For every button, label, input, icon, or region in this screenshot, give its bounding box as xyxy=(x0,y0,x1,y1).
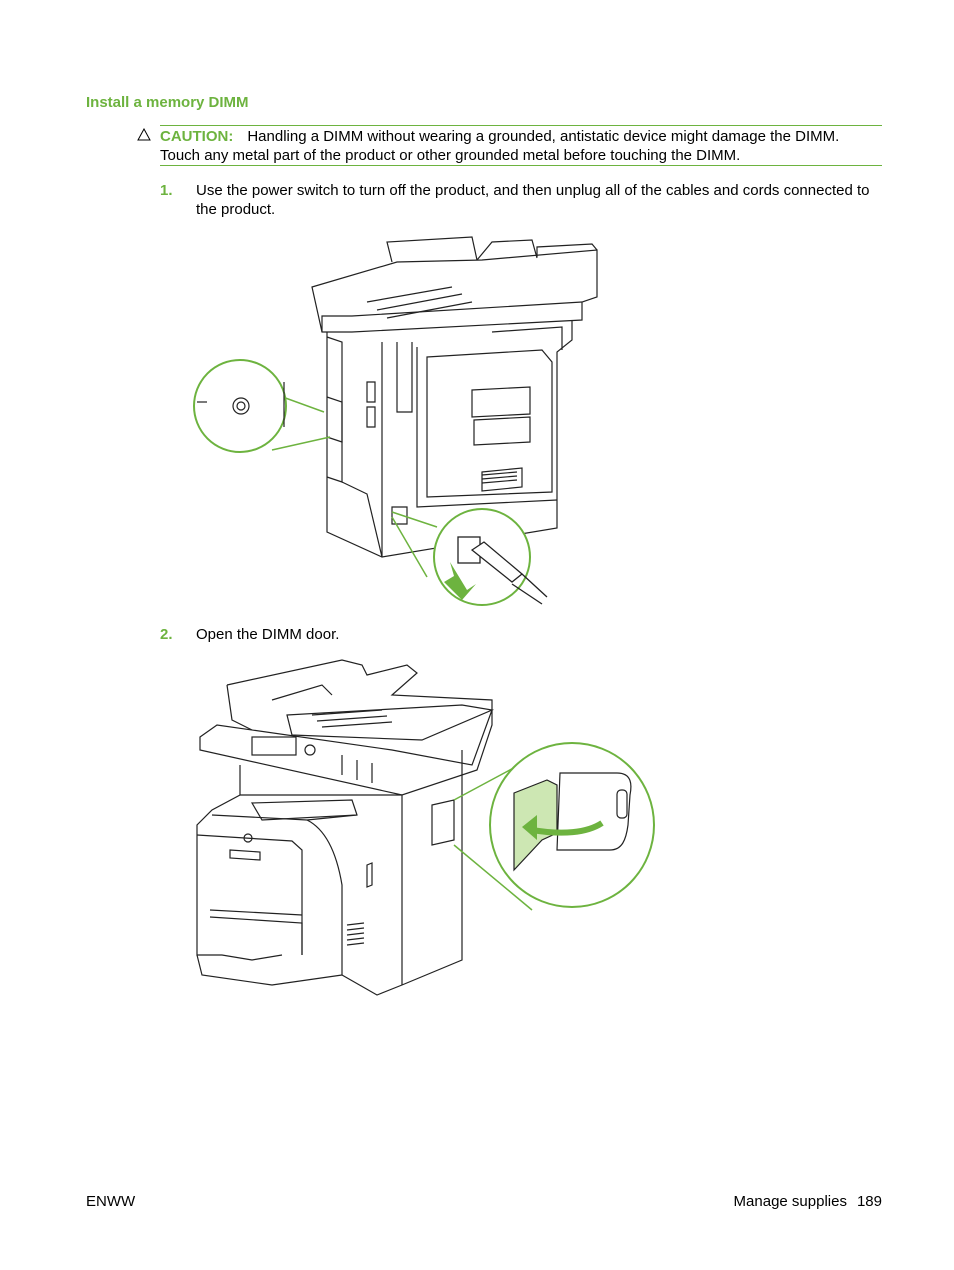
caution-text-block: CAUTION:Handling a DIMM without wearing … xyxy=(160,127,882,165)
footer-left-label: ENWW xyxy=(86,1193,136,1210)
step-1-text: Use the power switch to turn off the pro… xyxy=(196,182,870,218)
caution-label: CAUTION: xyxy=(160,128,234,145)
figure-open-dimm-door xyxy=(192,655,662,1030)
step-1: 1. Use the power switch to turn off the … xyxy=(160,181,882,219)
caution-bottom-rule xyxy=(160,165,882,166)
step-1-number: 1. xyxy=(160,182,173,199)
step-2-text: Open the DIMM door. xyxy=(196,626,340,643)
caution-text: Handling a DIMM without wearing a ground… xyxy=(160,128,840,164)
section-title: Install a memory DIMM xyxy=(86,94,249,111)
step-2: 2. Open the DIMM door. xyxy=(160,625,882,644)
page-number: 189 xyxy=(856,1193,882,1210)
printer-rear-illustration xyxy=(193,236,598,606)
caution-triangle-icon xyxy=(137,128,151,141)
footer-right: Manage supplies 189 xyxy=(734,1193,882,1210)
step-2-number: 2. xyxy=(160,626,173,643)
caution-top-rule xyxy=(160,125,882,126)
footer-section-title: Manage supplies xyxy=(733,1193,847,1210)
printer-front-illustration xyxy=(196,659,655,996)
figure-power-off xyxy=(192,232,612,612)
